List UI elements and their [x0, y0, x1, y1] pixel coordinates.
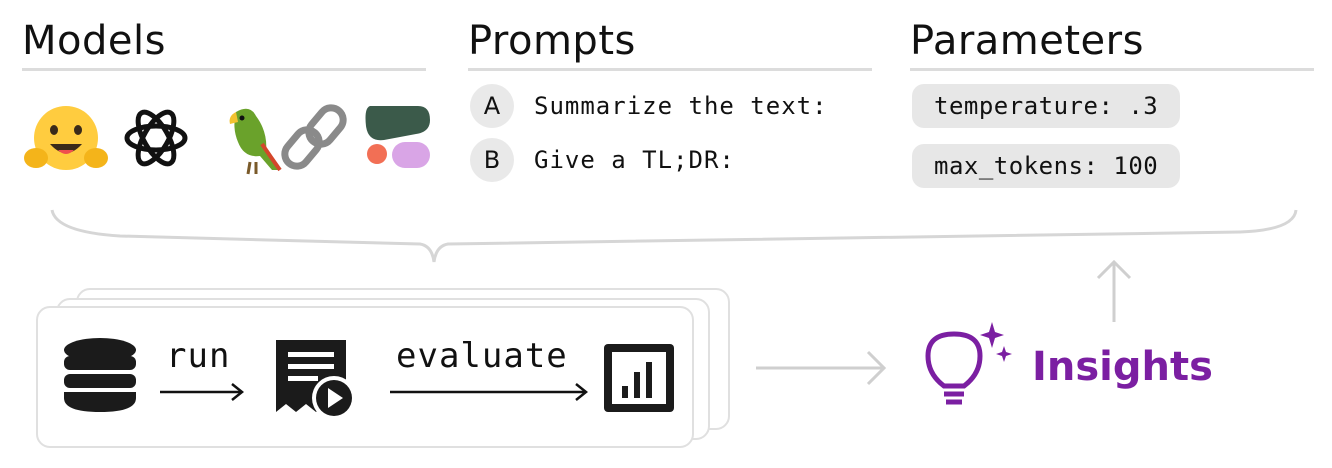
- prompt-letter-badge: B: [470, 138, 514, 182]
- parrot-icon: [229, 108, 282, 175]
- parameter-pill: max_tokens: 100: [912, 144, 1181, 188]
- chain-link-icon: [281, 104, 347, 170]
- up-arrow-icon: [1096, 259, 1132, 322]
- prompt-item: B Give a TL;DR:: [470, 138, 735, 182]
- prompt-text: Summarize the text:: [534, 92, 828, 120]
- openai-icon: [124, 109, 188, 167]
- evaluate-label: evaluate: [396, 336, 568, 376]
- grouping-brace: [50, 209, 1298, 263]
- model-logos: [24, 104, 430, 175]
- lightbulb-sparkle-icon: [925, 322, 1012, 405]
- prompt-text: Give a TL;DR:: [534, 146, 735, 174]
- evaluate-arrow: [390, 383, 589, 401]
- parameters-heading: Parameters: [910, 18, 1144, 64]
- prompts-heading: Prompts: [468, 18, 636, 64]
- models-heading: Models: [22, 18, 166, 64]
- parameter-pill: temperature: .3: [912, 84, 1181, 128]
- play-icon: [312, 376, 356, 420]
- insights-label: Insights: [1032, 344, 1213, 390]
- prompt-item: A Summarize the text:: [470, 84, 828, 128]
- database-icon: [64, 338, 136, 412]
- run-arrow: [160, 383, 245, 401]
- parameters-divider: [910, 68, 1314, 71]
- hugging-face-icon: [24, 106, 108, 170]
- cohere-icon: [365, 106, 430, 168]
- bar-chart-icon: [604, 344, 674, 412]
- models-divider: [22, 68, 426, 71]
- prompts-divider: [468, 68, 872, 71]
- run-label: run: [166, 336, 231, 376]
- prompt-letter-badge: A: [470, 84, 514, 128]
- pipeline-card: [36, 306, 694, 448]
- right-arrow-icon: [756, 350, 887, 386]
